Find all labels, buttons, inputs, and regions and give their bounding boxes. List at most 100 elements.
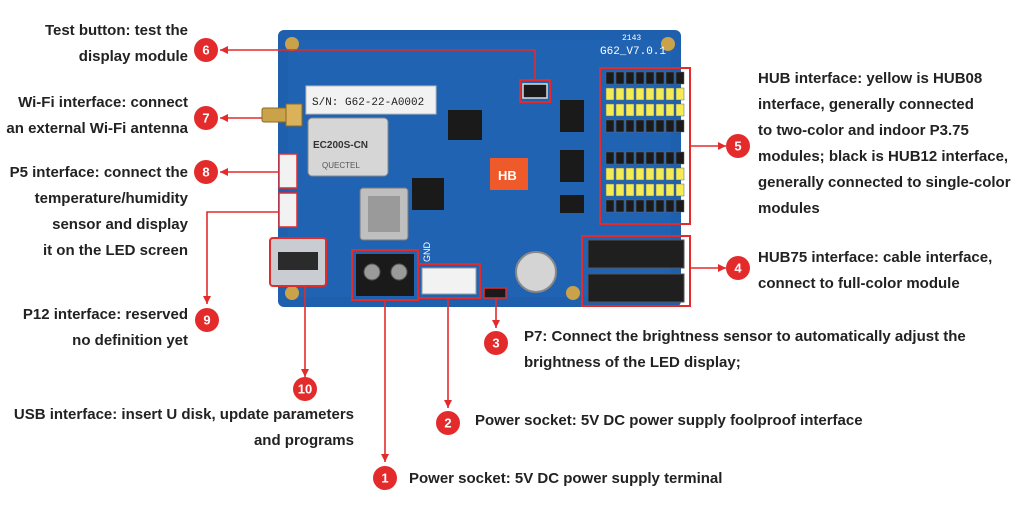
hub08-pin [635,87,645,101]
hub08-pin [655,167,665,181]
hub08-pin [615,103,625,117]
callout-5-line: generally connected to single-color [758,174,1011,191]
badge-number: 9 [203,313,210,328]
arrowhead-7 [220,114,228,122]
hub08-pin [675,183,685,197]
hub08-pin [665,183,675,197]
arrowhead-5 [718,142,726,150]
callout-8-line: it on the LED screen [42,242,188,259]
callout-5-line: modules [758,200,820,217]
callout-badge-9: 9 [195,308,219,332]
terminal-screw [390,263,408,281]
p5-connector [278,153,298,189]
hub12-pin [625,119,635,133]
hub12-pin [665,119,675,133]
driver-chip [560,150,584,182]
hub-headers [605,71,685,213]
callout-9-line: P12 interface: reserved [22,306,188,323]
badge-circle [726,134,750,158]
hub08-pin [645,87,655,101]
hub08-pin [605,183,615,197]
hub08-pin [635,167,645,181]
hub12-pin [625,71,635,85]
hub08-pin [665,87,675,101]
hub08-pin [645,103,655,117]
hub12-pin [645,199,655,213]
badge-number: 4 [734,261,742,276]
hub08-pin [635,183,645,197]
hub75-connector-1 [587,239,685,269]
hub08-pin [615,87,625,101]
hub08-pin [655,103,665,117]
badge-circle [726,256,750,280]
module-model-text: EC200S-CN [313,140,368,151]
callout-badge-5: 5 [726,134,750,158]
callout-3-line: brightness of the LED display; [524,354,741,371]
hub12-pin [635,199,645,213]
callout-badge-2: 2 [436,411,460,435]
callout-4-line: HUB75 interface: cable interface, [758,249,993,266]
callout-5-line: modules; black is HUB12 interface, [758,148,1009,165]
usb-port-slot [278,252,318,270]
pcb-board: S/N: G62-22-A0002 G62_V7.0.1 2143 EC200S… [261,30,691,307]
arrowhead-8 [220,168,228,176]
hub08-pin [635,103,645,117]
sim-card-slot [368,196,400,232]
hub12-pin [665,199,675,213]
module-brand-text: QUECTEL [322,161,360,170]
badge-number: 10 [298,382,312,397]
leader-line-6 [220,49,536,80]
callout-text-6: Test button: test the display module [45,18,188,70]
hub08-pin [675,103,685,117]
p12-connector [278,192,298,228]
badge-circle [194,160,218,184]
arrowhead-3 [492,320,500,328]
hub12-pin [655,71,665,85]
hub08-pin [605,87,615,101]
cellular-module [307,117,389,177]
badge-number: 7 [202,111,209,126]
callout-text-5: HUB interface: yellow is HUB08 interface… [758,66,1011,222]
mount-hole-br [566,286,580,300]
hub12-pin [615,119,625,133]
test-button-part [522,83,548,99]
badge-number: 1 [381,471,388,486]
callout-10-line: USB interface: insert U disk, update par… [13,406,354,423]
hub12-pin [635,119,645,133]
hub12-pin [675,119,685,133]
hub12-pin [675,151,685,165]
hub12-pin [605,119,615,133]
badge-number: 5 [734,139,741,154]
hub08-pin [645,183,655,197]
foolproof-socket [421,267,477,295]
mount-hole-bl [285,286,299,300]
date-code-text: 2143 [622,34,641,43]
hub08-pin [625,183,635,197]
callout-3-line: P7: Connect the brightness sensor to aut… [524,328,966,345]
hub12-pin [665,151,675,165]
logo-chip [490,158,528,190]
hub12-pin [655,119,665,133]
terminal-screw [363,263,381,281]
badge-number: 8 [202,165,209,180]
driver-chip [560,100,584,132]
callout-text-10: USB interface: insert U disk, update par… [14,402,354,454]
callout-text-8: P5 interface: connect the temperature/hu… [10,160,188,264]
badge-circle [373,466,397,490]
callout-badge-8: 8 [194,160,218,184]
callout-badge-4: 4 [726,256,750,280]
callout-badge-10: 10 [293,377,317,401]
hub08-pin [675,87,685,101]
callout-badge-1: 1 [373,466,397,490]
hub08-pin [655,183,665,197]
hub12-pin [625,199,635,213]
callout-4-line: connect to full-color module [758,275,960,292]
hub08-pin [665,167,675,181]
callout-arrowheads [203,46,726,462]
hub08-pin [615,183,625,197]
hub12-pin [635,151,645,165]
mount-hole-tr [661,37,675,51]
badge-circle [195,308,219,332]
